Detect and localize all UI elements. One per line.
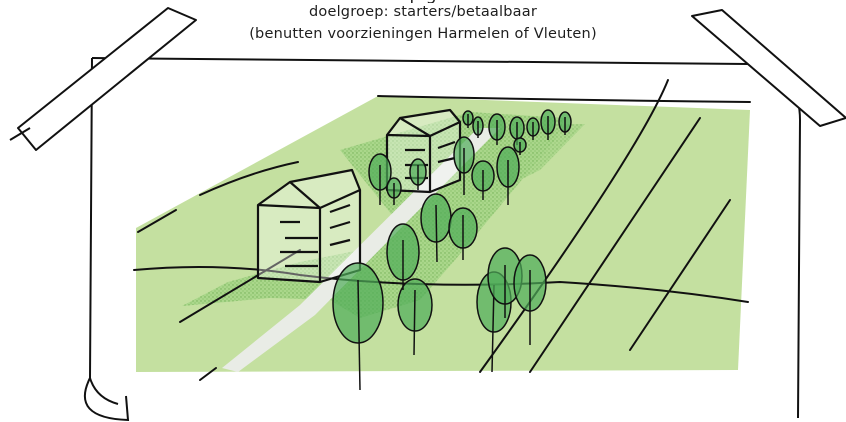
tape-top-left [9, 7, 197, 151]
road-lines [133, 79, 751, 381]
tree-group [332, 109, 572, 391]
tree-12 [453, 136, 475, 195]
tree-19 [558, 111, 572, 135]
tree-14 [496, 146, 520, 205]
tree-08 [513, 254, 547, 345]
tree-09 [368, 153, 392, 205]
tree-13 [471, 160, 495, 200]
tree-21 [462, 110, 474, 128]
caption-title-partial: p g [0, 0, 846, 3]
tree-15 [488, 113, 506, 145]
tree-20 [472, 116, 484, 138]
tree-10 [386, 177, 402, 205]
tree-02 [397, 278, 433, 356]
tree-17 [526, 117, 540, 140]
tree-18 [540, 109, 556, 140]
tree-01 [332, 262, 384, 391]
tree-03 [386, 223, 420, 290]
tree-22 [513, 137, 527, 155]
building-front [256, 168, 362, 284]
caption-audience: doelgroep: starters/betaalbaar [308, 4, 537, 20]
tape-top-right [691, 9, 846, 127]
tree-16 [509, 116, 525, 145]
tree-05 [448, 207, 478, 260]
tree-11 [409, 158, 427, 190]
caption-note: (benutten voorzieningen Harmelen of Vleu… [249, 26, 597, 42]
